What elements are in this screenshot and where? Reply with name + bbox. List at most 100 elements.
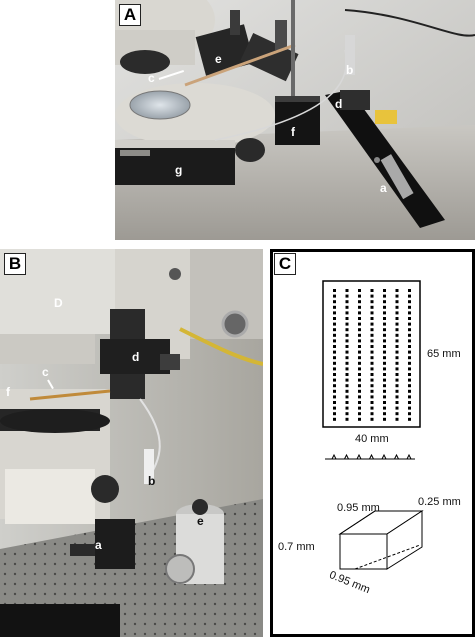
well: [370, 339, 374, 343]
well: [358, 333, 361, 337]
well: [408, 317, 411, 320]
well: [370, 406, 374, 410]
well: [408, 406, 411, 410]
well: [370, 333, 374, 337]
well: [370, 361, 374, 365]
well: [383, 417, 386, 421]
well: [370, 300, 374, 304]
well: [333, 322, 336, 326]
well: [383, 373, 386, 376]
well: [333, 311, 336, 315]
well: [358, 384, 361, 388]
panel-a-letter: A: [119, 4, 141, 26]
well: [358, 395, 361, 399]
well: [395, 328, 399, 332]
well: [333, 395, 336, 399]
label-c: c: [148, 71, 155, 85]
well: [383, 412, 386, 416]
panel-a-illustration: [115, 0, 475, 240]
well: [358, 389, 361, 393]
well: [345, 367, 349, 371]
well: [358, 305, 361, 309]
well: [395, 395, 399, 399]
well: [383, 289, 386, 292]
well: [333, 317, 336, 320]
well: [395, 389, 399, 393]
label-d: d: [335, 97, 343, 111]
well: [370, 322, 374, 326]
well: [383, 361, 386, 365]
well: [395, 350, 399, 354]
label-D: D: [54, 296, 63, 310]
well: [395, 345, 399, 348]
well: [408, 322, 411, 326]
well: [395, 294, 399, 298]
well: [345, 333, 349, 337]
well: [408, 373, 411, 376]
well: [408, 412, 411, 416]
well: [333, 356, 336, 360]
well: [358, 339, 361, 343]
well: [370, 305, 374, 309]
well: [395, 300, 399, 304]
well: [383, 345, 386, 348]
well: [408, 417, 411, 421]
well: [358, 373, 361, 376]
well: [333, 294, 336, 298]
well: [383, 384, 386, 388]
well: [383, 406, 386, 410]
well: [358, 356, 361, 360]
well: [370, 378, 374, 382]
well: [333, 345, 336, 348]
panel-c-diagram: C 65 mm 40 mm 0.95 mm 0.25 mm 0.7 mm 0.9…: [270, 249, 475, 637]
well: [383, 367, 386, 371]
well: [358, 350, 361, 354]
panel-b-illustration: [0, 249, 263, 637]
well: [333, 289, 336, 292]
side-well: [331, 453, 337, 460]
well: [395, 373, 399, 376]
well: [333, 373, 336, 376]
well: [370, 401, 374, 404]
well: [345, 412, 349, 416]
well: [408, 350, 411, 354]
well: [345, 356, 349, 360]
side-well: [369, 453, 374, 460]
well: [370, 412, 374, 416]
well: [408, 384, 411, 388]
well: [345, 322, 349, 326]
well: [358, 417, 361, 421]
well: [358, 406, 361, 410]
panel-a-photo: A e c b d f g a: [115, 0, 475, 240]
well: [395, 378, 399, 382]
well: [408, 395, 411, 399]
well: [358, 311, 361, 315]
well: [345, 350, 349, 354]
well: [333, 339, 336, 343]
well: [333, 350, 336, 354]
well: [383, 311, 386, 315]
well: [358, 361, 361, 365]
well: [408, 356, 411, 360]
panel-c-letter: C: [274, 253, 296, 275]
well: [370, 384, 374, 388]
well: [383, 389, 386, 393]
side-well: [381, 453, 387, 460]
well: [345, 378, 349, 382]
well: [383, 356, 386, 360]
well: [383, 339, 386, 343]
well: [408, 389, 411, 393]
well: [383, 333, 386, 337]
well: [370, 311, 374, 315]
well: [408, 333, 411, 337]
well: [358, 300, 361, 304]
label-e: e: [215, 52, 222, 66]
side-well: [344, 453, 349, 460]
well: [408, 345, 411, 348]
well: [333, 367, 336, 371]
well: [333, 384, 336, 388]
well: [333, 300, 336, 304]
well: [333, 361, 336, 365]
well: [358, 289, 361, 292]
panel-b-letter: B: [4, 253, 26, 275]
